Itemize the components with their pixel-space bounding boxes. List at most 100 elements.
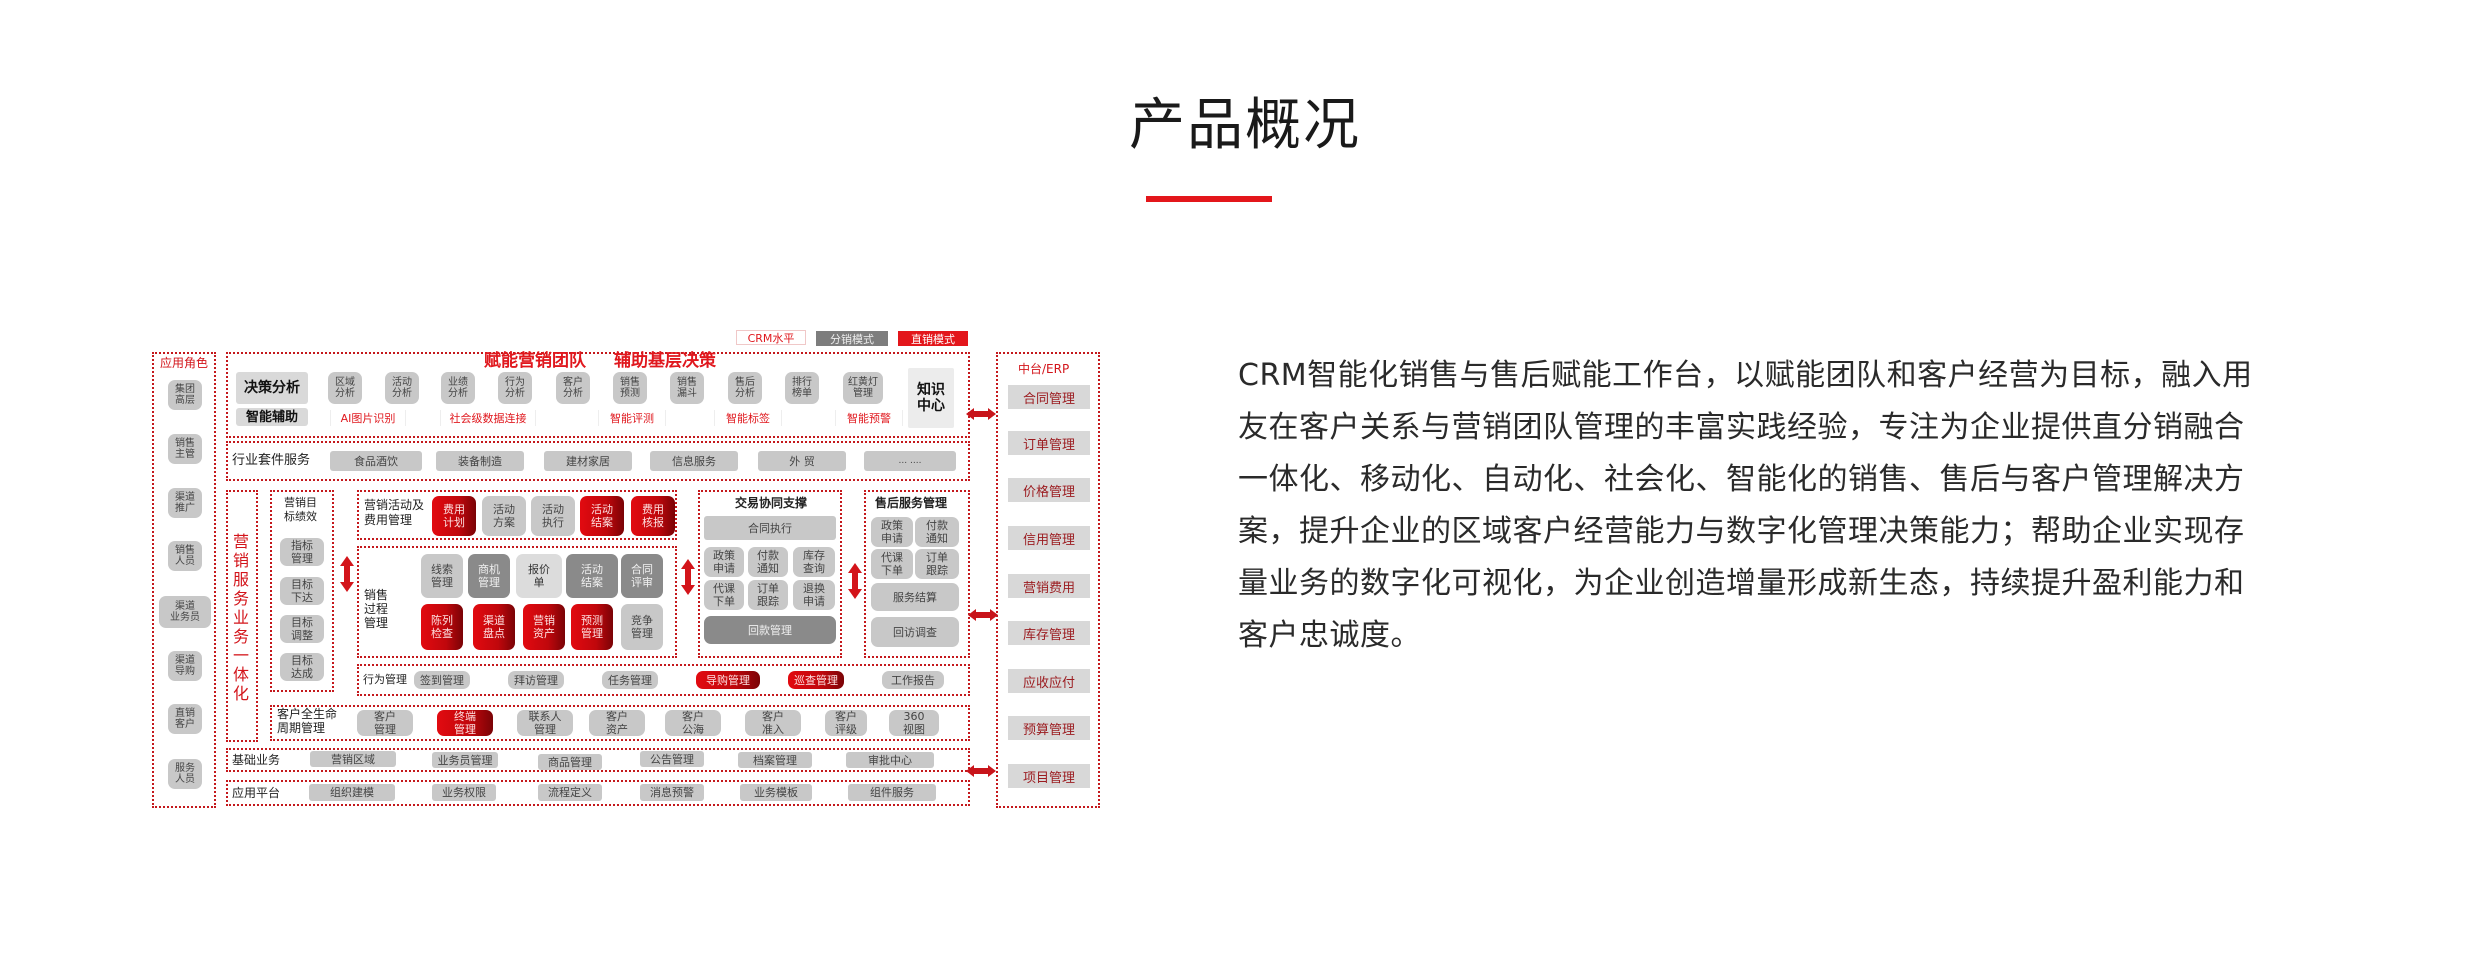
- behavior-item: 导购管理: [696, 671, 760, 689]
- target-item: 目标 达成: [280, 653, 324, 681]
- app-platform-label: 应用平台: [232, 786, 281, 800]
- sales-process-frame: [357, 546, 677, 658]
- description-line: CRM智能化销售与售后赋能工作台，以赋能团队和客户经营为目标，融入用: [1238, 358, 2253, 393]
- trade-item: 退换 申请: [793, 580, 835, 610]
- erp-item: 订单管理: [1008, 431, 1090, 455]
- behavior-frame: [357, 664, 970, 696]
- erp-item: 营销费用: [1008, 574, 1090, 598]
- analysis-item: 排行 榜单: [785, 372, 819, 404]
- roles-title: 应用角色: [160, 356, 209, 370]
- behavior-label: 行为管理: [363, 673, 407, 686]
- erp-item: 库存管理: [1008, 621, 1090, 645]
- smart-tag: 智能标签: [714, 410, 782, 426]
- double-arrow-icon: [340, 556, 354, 592]
- after-sales-settlement: 服务结算: [871, 583, 959, 611]
- app-platform-item: 业务权限: [432, 784, 496, 801]
- sales-process-item: 合同 评审: [621, 554, 663, 598]
- erp-frame: [996, 352, 1100, 808]
- behavior-item: 工作报告: [882, 671, 944, 689]
- decision-frame: [226, 352, 970, 438]
- title-underline: [1146, 196, 1272, 202]
- after-sales-survey: 回访调查: [871, 617, 959, 647]
- trade-frame: [698, 490, 842, 658]
- integration-frame: [226, 490, 258, 742]
- customer-item: 360 视图: [889, 710, 939, 736]
- after-sales-frame: [864, 490, 970, 658]
- decision-label: 决策分析: [236, 372, 308, 404]
- app-platform-item: 流程定义: [538, 784, 602, 801]
- knowledge-center: 知识 中心: [908, 368, 954, 428]
- marketing-activity-item: 费用 核报: [631, 496, 675, 536]
- erp-item: 项目管理: [1008, 764, 1090, 788]
- app-platform-item: 组件服务: [848, 784, 936, 801]
- role-item: 渠道 业务员: [159, 596, 211, 628]
- industry-item: 食品酒饮: [330, 451, 422, 471]
- targets-title: 营销目 标绩效: [284, 496, 317, 523]
- page-title: 产品概况: [1129, 93, 1361, 158]
- description-line: 案，提升企业的区域客户经营能力与数字化管理决策能力；帮助企业实现存: [1238, 514, 2245, 549]
- marketing-activity-label: 营销活动及 费用管理: [364, 498, 425, 527]
- behavior-item: 拜访管理: [508, 671, 564, 689]
- role-item: 集团 高层: [168, 380, 202, 410]
- customer-lifecycle-label: 客户全生命 周期管理: [277, 707, 338, 735]
- industry-item: 建材家居: [544, 451, 632, 471]
- erp-item: 应收应付: [1008, 669, 1090, 693]
- customer-item: 联系人 管理: [517, 710, 573, 736]
- customer-lifecycle-frame: [270, 705, 970, 741]
- sales-process-item: 活动 结案: [566, 554, 618, 598]
- assist-label: 智能辅助: [236, 408, 308, 426]
- basic-business-item: 档案管理: [738, 752, 812, 768]
- customer-item: 终端 管理: [437, 710, 493, 736]
- analysis-item: 业绩 分析: [441, 372, 475, 404]
- basic-business-item: 商品管理: [538, 754, 602, 770]
- targets-frame: [270, 490, 334, 692]
- customer-item: 客户 公海: [665, 710, 721, 736]
- customer-item: 客户 管理: [357, 710, 413, 736]
- industry-frame: [226, 441, 970, 481]
- basic-business-item: 公告管理: [640, 751, 704, 767]
- sales-process-item: 陈列 检查: [421, 604, 463, 650]
- role-item: 渠道 推广: [168, 488, 202, 518]
- basic-business-item: 营销区域: [310, 751, 396, 767]
- role-item: 直销 客户: [168, 704, 202, 734]
- analysis-item: 活动 分析: [385, 372, 419, 404]
- erp-item: 信用管理: [1008, 526, 1090, 550]
- industry-item: 装备制造: [436, 451, 524, 471]
- trade-item: 订单 跟踪: [748, 580, 788, 610]
- legend-crm: CRM水平: [736, 330, 806, 345]
- after-sales-item: 代课 下单: [871, 549, 913, 579]
- headline-empower: 赋能营销团队: [484, 351, 586, 371]
- double-arrow-icon: [968, 609, 998, 621]
- sales-process-item: 预测 管理: [571, 604, 613, 650]
- description-line: 量业务的数字化可视化，为企业创造增量形成新生态，持续提升盈利能力和: [1238, 566, 2245, 601]
- product-description: CRM智能化销售与售后赋能工作台，以赋能团队和客户经营为目标，融入用 友在客户关…: [1238, 350, 2308, 662]
- erp-item: 价格管理: [1008, 478, 1090, 502]
- integration-label: 营 销 服 务 业 务 一 体 化: [233, 532, 250, 703]
- sales-process-item: 营销 资产: [523, 604, 565, 650]
- behavior-item: 巡查管理: [788, 671, 844, 689]
- sales-process-item: 商机 管理: [468, 554, 510, 598]
- sales-process-item: 报价 单: [516, 554, 562, 598]
- after-sales-item: 付款 通知: [915, 517, 959, 547]
- analysis-item: 区域 分析: [328, 372, 362, 404]
- customer-item: 客户 资产: [589, 710, 645, 736]
- analysis-item: 销售 漏斗: [670, 372, 704, 404]
- basic-business-item: 业务员管理: [432, 752, 498, 768]
- app-platform-item: 业务模板: [740, 784, 812, 801]
- target-item: 目标 下达: [280, 577, 324, 605]
- legend-distribution: 分销模式: [816, 331, 888, 346]
- basic-business-label: 基础业务: [232, 753, 281, 767]
- description-line: 友在客户关系与营销团队管理的丰富实践经验，专注为企业提供直分销融合: [1238, 410, 2245, 445]
- erp-item: 预算管理: [1008, 716, 1090, 740]
- legend-direct: 直销模式: [898, 331, 968, 346]
- double-arrow-icon: [966, 765, 996, 777]
- erp-title: 中台/ERP: [1018, 362, 1070, 376]
- analysis-item: 销售 预测: [613, 372, 647, 404]
- industry-item: 外 贸: [758, 451, 846, 471]
- after-sales-item: 政策 申请: [871, 517, 913, 547]
- trade-item: 付款 通知: [748, 547, 788, 577]
- marketing-activity-item: 活动 执行: [531, 496, 575, 536]
- sales-process-label: 销售 过程 管理: [364, 588, 389, 630]
- after-sales-item: 订单 跟踪: [915, 549, 959, 579]
- target-item: 指标 管理: [280, 538, 324, 566]
